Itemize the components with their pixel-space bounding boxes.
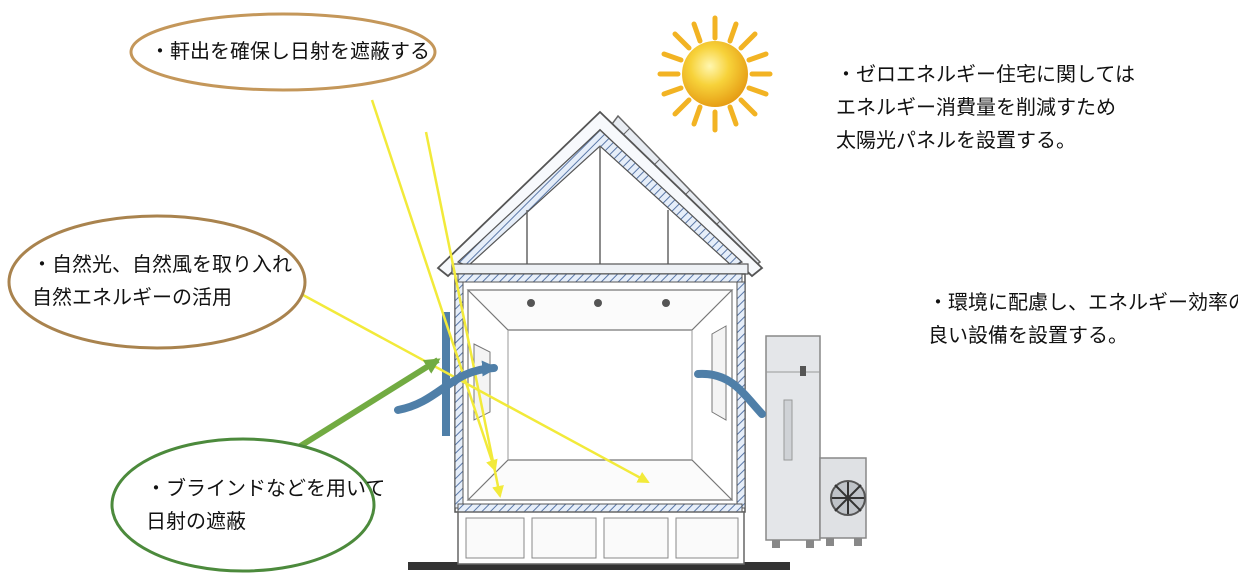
- note-equipment: ・環境に配慮し、エネルギー効率の 良い設備を設置する。: [928, 286, 1238, 352]
- house-roof: [436, 110, 764, 278]
- house-foundation: [457, 511, 745, 565]
- note-zero-energy-line2: エネルギー消費量を削減すため: [836, 95, 1116, 119]
- callout-natural-line2: 自然エネルギーの活用: [32, 285, 232, 309]
- sun-ray-window: [424, 131, 504, 498]
- note-equipment-line1: ・環境に配慮し、エネルギー効率の: [928, 290, 1238, 314]
- house-body: [454, 273, 746, 513]
- callout-blind: ・ブラインドなどを用いて 日射の遮蔽: [146, 472, 385, 538]
- callout-natural: ・自然光、自然風を取り入れ 自然エネルギーの活用: [32, 248, 292, 314]
- callout-natural-line1: ・自然光、自然風を取り入れ: [32, 252, 292, 276]
- callout-natural-shape: [7, 214, 307, 350]
- sun-icon: [657, 15, 773, 133]
- window-blind: [442, 312, 450, 436]
- callout-blind-shape: [110, 437, 376, 573]
- blind-arrow: [292, 357, 441, 453]
- callout-blind-line1: ・ブラインドなどを用いて: [146, 476, 386, 500]
- callout-eaves-shape: [129, 12, 437, 92]
- wind-arrow-out: [694, 369, 766, 418]
- callout-eaves: ・軒出を確保し日射を遮蔽する: [150, 35, 430, 68]
- note-zero-energy-line1: ・ゼロエネルギー住宅に関しては: [836, 62, 1135, 86]
- wind-arrow-in: [394, 360, 498, 414]
- sun-ray-eaves: [370, 99, 498, 472]
- note-zero-energy-line3: 太陽光パネルを設置する。: [836, 128, 1076, 152]
- note-equipment-line2: 良い設備を設置する。: [928, 323, 1128, 347]
- note-zero-energy: ・ゼロエネルギー住宅に関しては エネルギー消費量を削減すため 太陽光パネルを設置…: [836, 58, 1135, 157]
- heat-pump-unit: [765, 335, 867, 548]
- callout-blind-line2: 日射の遮蔽: [146, 509, 246, 533]
- wind-arrows: [394, 360, 766, 418]
- callout-eaves-line1: ・軒出を確保し日射を遮蔽する: [150, 39, 430, 63]
